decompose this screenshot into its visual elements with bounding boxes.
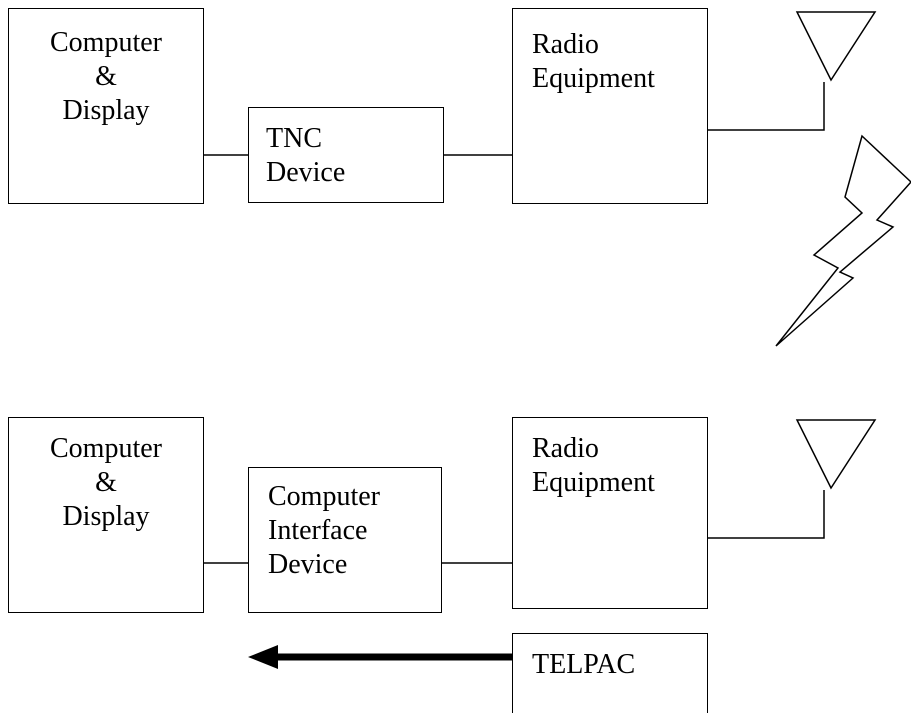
- label-line: Device: [266, 157, 346, 188]
- label-line: &: [95, 467, 117, 498]
- antenna-icon-bottom: [795, 419, 877, 490]
- label-line: Display: [62, 501, 150, 532]
- label-line: Radio: [532, 29, 599, 60]
- label-line: Computer: [268, 481, 380, 512]
- radio-equipment-box-top: [512, 8, 708, 204]
- label-line: TNC: [266, 123, 322, 154]
- lightning-bolt-icon: [775, 134, 911, 347]
- computer-display-box-bottom: [8, 417, 204, 613]
- label-line: Radio: [532, 433, 599, 464]
- label-line: Display: [62, 95, 150, 126]
- telpac-label: TELPAC: [532, 649, 636, 680]
- label-line: Equipment: [532, 467, 655, 498]
- computer-display-label-bottom: Computer & Display: [8, 432, 204, 534]
- radio-equipment-label-bottom: Radio Equipment: [532, 432, 655, 500]
- label-line: Computer: [50, 27, 162, 58]
- label-line: Device: [268, 549, 348, 580]
- label-line: &: [95, 61, 117, 92]
- wire-radio-to-antenna-top: [706, 82, 825, 131]
- wire-radio-to-antenna-bottom: [706, 490, 825, 539]
- label-line: Computer: [50, 433, 162, 464]
- antenna-icon-top: [795, 11, 877, 82]
- label-line: Equipment: [532, 63, 655, 94]
- computer-display-label-top: Computer & Display: [8, 26, 204, 128]
- tnc-device-box: [248, 107, 444, 203]
- radio-equipment-label-top: Radio Equipment: [532, 28, 655, 96]
- label-line: Interface: [268, 515, 368, 546]
- computer-interface-device-box: [248, 467, 442, 613]
- radio-equipment-box-bottom: [512, 417, 708, 609]
- tnc-device-label: TNC Device: [266, 122, 345, 190]
- telpac-box: [512, 633, 708, 713]
- computer-interface-device-label: Computer Interface Device: [268, 480, 380, 582]
- arrow-left-icon: [248, 645, 278, 669]
- computer-display-box-top: [8, 8, 204, 204]
